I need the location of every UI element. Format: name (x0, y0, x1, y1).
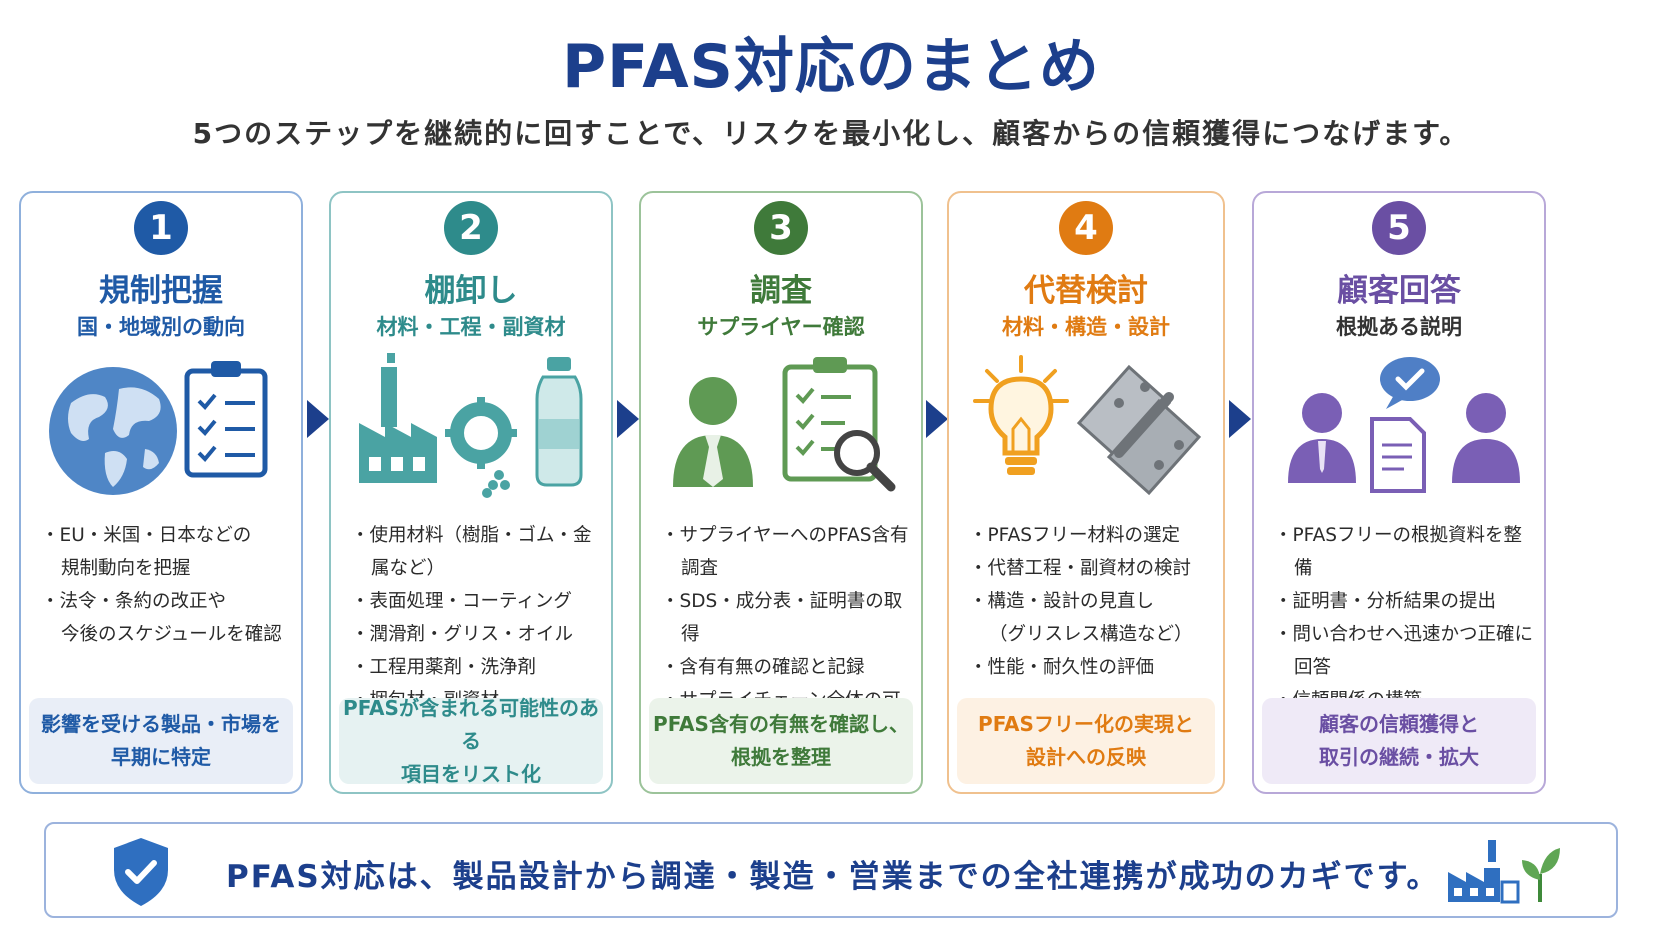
gear-icon (445, 397, 517, 498)
bottle-icon (535, 357, 583, 487)
people-icon (1288, 393, 1520, 483)
list-item: ・法令・条約の改正や 今後のスケジュールを確認 (41, 591, 282, 645)
lightbulb-icon (973, 355, 1069, 475)
list-item: ・含有有無の確認と記録 (661, 657, 865, 678)
list-item: ・PFASフリーの根拠資料を整備 (1274, 525, 1522, 579)
step-number-badge: 3 (754, 201, 808, 255)
clipboard-magnifier-icon (782, 357, 896, 492)
globe-icon (49, 367, 177, 495)
step-number-badge: 5 (1372, 201, 1426, 255)
step-illustration (661, 353, 905, 513)
step-title: 棚卸し (424, 273, 518, 309)
list-item: ・使用材料（樹脂・ゴム・金属など） (351, 525, 592, 579)
step-subtitle: 根拠ある説明 (1336, 315, 1462, 339)
document-icon (1370, 417, 1426, 493)
list-item: ・表面処理・コーティング (351, 591, 572, 612)
step-illustration (351, 353, 595, 513)
banner-text: PFAS対応は、製品設計から調達・製造・営業までの全社連携が成功のカギです。 (226, 859, 1440, 895)
list-item: ・SDS・成分表・証明書の取得 (661, 591, 903, 645)
list-item: ・問い合わせへ迅速かつ正確に回答 (1274, 624, 1534, 678)
clipboard-checklist-icon (184, 361, 268, 478)
check-bubble-icon (1380, 357, 1440, 409)
step-result-note: 顧客の信頼獲得と 取引の継続・拡大 (1262, 698, 1536, 784)
step-bullet-list: ・EU・米国・日本などの 規制動向を把握 ・法令・条約の改正や 今後のスケジュー… (41, 519, 293, 651)
step-subtitle: 材料・構造・設計 (1002, 315, 1170, 339)
list-item: ・工程用薬剤・洗浄剤 (351, 657, 537, 678)
step-title: 調査 (750, 273, 812, 309)
list-item: ・代替工程・副資材の検討 (969, 558, 1192, 579)
step-card-2: 2 棚卸し 材料・工程・副資材 (329, 191, 613, 794)
step-number-badge: 1 (134, 201, 188, 255)
list-item: ・サプライヤーへのPFAS含有調査 (661, 525, 909, 579)
page-title: PFAS対応のまとめ (562, 32, 1100, 102)
summary-banner: PFAS対応は、製品設計から調達・製造・営業までの全社連携が成功のカギです。 (44, 822, 1618, 918)
step-illustration (41, 353, 285, 513)
step-result-note: 影響を受ける製品・市場を 早期に特定 (29, 698, 293, 784)
step-card-1: 1 規制把握 国・地域別の動向 ・EU・米国・日本などの 規制動向を把握 ・法令… (19, 191, 303, 794)
step-result-note: PFASフリー化の実現と 設計への反映 (957, 698, 1215, 784)
list-item: ・潤滑剤・グリス・オイル (351, 624, 574, 645)
person-icon (673, 377, 753, 487)
step-bullet-list: ・PFASフリーの根拠資料を整備 ・証明書・分析結果の提出 ・問い合わせへ迅速か… (1274, 519, 1536, 717)
list-item: ・EU・米国・日本などの 規制動向を把握 (41, 525, 252, 579)
hinge-icon (1076, 364, 1202, 496)
list-item: ・構造・設計の見直し （グリスレス構造など） (969, 591, 1193, 645)
chevron-right-icon (1229, 400, 1251, 438)
step-bullet-list: ・PFASフリー材料の選定 ・代替工程・副資材の検討 ・構造・設計の見直し （グ… (969, 519, 1215, 684)
factory-leaf-icon (1448, 840, 1560, 904)
step-bullet-list: ・使用材料（樹脂・ゴム・金属など） ・表面処理・コーティング ・潤滑剤・グリス・… (351, 519, 603, 717)
list-item: ・証明書・分析結果の提出 (1274, 591, 1497, 612)
step-card-4: 4 代替検討 材料・構造・設計 ・PFASフリー材料の選定 ・代替 (947, 191, 1225, 794)
step-result-note: PFASが含まれる可能性のある 項目をリスト化 (339, 696, 603, 786)
step-card-3: 3 調査 サプライヤー確認 ・サプライヤーへのPFAS含有調査 ・SDS・成分表… (639, 191, 923, 794)
factory-icon (359, 353, 437, 483)
step-subtitle: 国・地域別の動向 (77, 315, 245, 339)
step-title: 顧客回答 (1337, 273, 1461, 309)
step-subtitle: 材料・工程・副資材 (376, 315, 566, 339)
list-item: ・性能・耐久性の評価 (969, 657, 1155, 678)
step-illustration (969, 353, 1209, 513)
page-subtitle: 5つのステップを継続的に回すことで、リスクを最小化し、顧客からの信頼獲得につなげ… (192, 117, 1470, 150)
chevron-right-icon (307, 400, 329, 438)
list-item: ・PFASフリー材料の選定 (969, 525, 1180, 546)
chevron-right-icon (926, 400, 948, 438)
shield-check-icon (114, 838, 168, 906)
step-title: 規制把握 (99, 273, 223, 309)
step-subtitle: サプライヤー確認 (697, 315, 865, 339)
step-card-5: 5 顧客回答 根拠ある説明 ・PFASフリーの根拠資料を整備 ・証明書・分 (1252, 191, 1546, 794)
step-title: 代替検討 (1024, 273, 1148, 309)
step-illustration (1274, 353, 1528, 513)
chevron-right-icon (617, 400, 639, 438)
step-number-badge: 2 (444, 201, 498, 255)
step-number-badge: 4 (1059, 201, 1113, 255)
step-result-note: PFAS含有の有無を確認し、 根拠を整理 (649, 698, 913, 784)
step-bullet-list: ・サプライヤーへのPFAS含有調査 ・SDS・成分表・証明書の取得 ・含有有無の… (661, 519, 913, 750)
